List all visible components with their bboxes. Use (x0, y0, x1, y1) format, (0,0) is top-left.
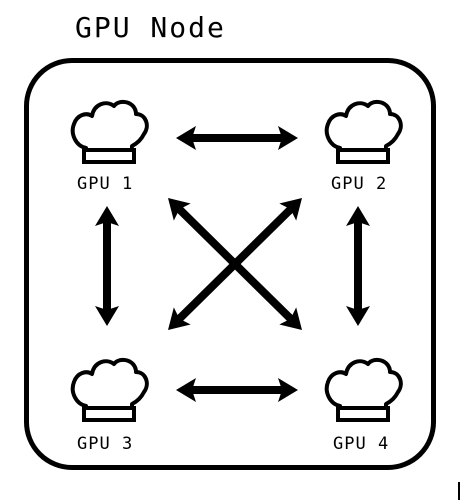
arrow-gpu3-gpu4 (176, 378, 298, 402)
arrow-gpu2-gpu3 (168, 198, 302, 330)
chef-hat-icon (70, 99, 149, 164)
gpu-label-1: GPU 1 (77, 174, 134, 194)
arrow-gpu2-gpu4 (346, 206, 370, 326)
chef-hat-icon (324, 357, 403, 422)
chef-hat-icon (324, 99, 403, 164)
gpu-label-3: GPU 3 (77, 434, 134, 454)
gpu-label-4: GPU 4 (333, 434, 390, 454)
gpu-label-2: GPU 2 (331, 174, 388, 194)
text-cursor (458, 482, 460, 500)
arrow-gpu1-gpu2 (176, 126, 298, 150)
arrow-gpu1-gpu3 (95, 206, 119, 326)
gpu-node-frame (24, 58, 436, 470)
page-title: GPU Node (75, 11, 226, 44)
chef-hat-icon (70, 357, 149, 422)
